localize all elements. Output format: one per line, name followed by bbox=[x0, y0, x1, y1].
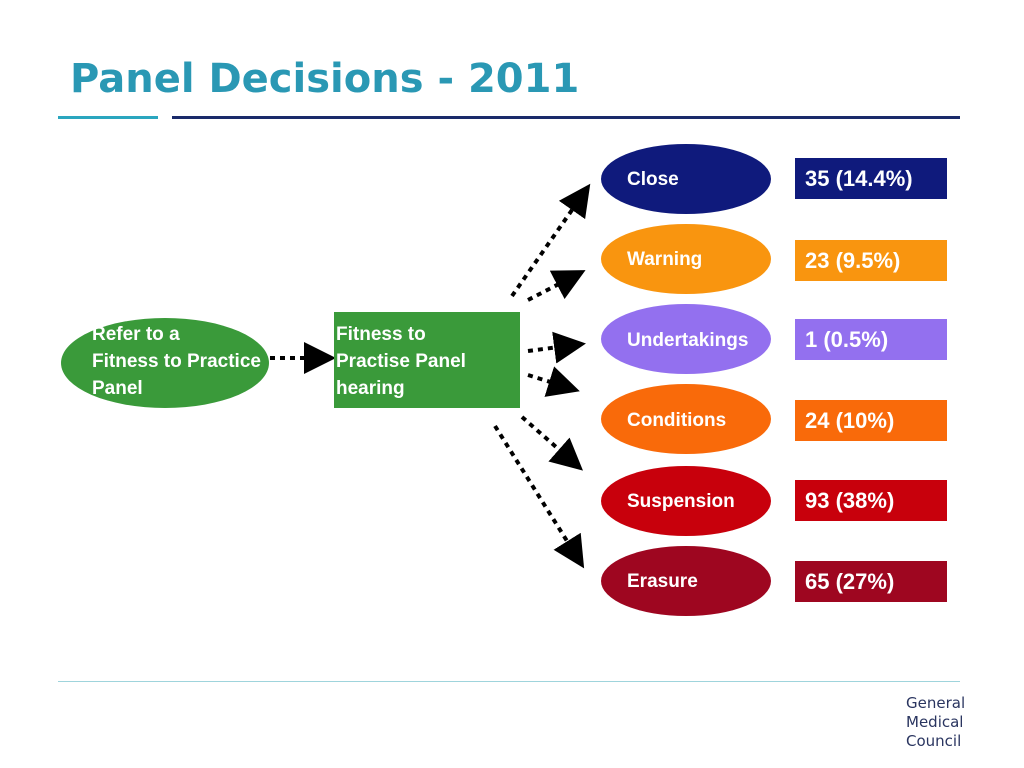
gmc-logo: General Medical Council bbox=[906, 694, 965, 751]
footer-rule bbox=[58, 681, 960, 682]
outcome-count-undertakings: 1 (0.5%) bbox=[795, 319, 947, 360]
outcome-label-conditions: Conditions bbox=[627, 410, 727, 431]
outcome-count-warning: 23 (9.5%) bbox=[795, 240, 947, 281]
referral-label-line-2: Fitness to Practice bbox=[92, 351, 261, 372]
referral-label: Refer to a Fitness to Practice Panel bbox=[92, 321, 292, 402]
referral-oval bbox=[61, 318, 269, 408]
arrow-to-erasure bbox=[493, 424, 585, 569]
outcome-label-suspension: Suspension bbox=[627, 491, 735, 512]
outcome-oval-close bbox=[601, 144, 771, 214]
hearing-box: Fitness to Practise Panel hearing bbox=[334, 312, 520, 408]
logo-line-1: General bbox=[906, 694, 966, 712]
hearing-label-line-3: hearing bbox=[336, 378, 405, 399]
outcome-label-close: Close bbox=[627, 169, 679, 190]
arrow-to-close bbox=[510, 183, 591, 298]
outcome-count-conditions: 24 (10%) bbox=[795, 400, 947, 441]
outcome-oval-undertakings bbox=[601, 304, 771, 374]
arrow-to-conditions bbox=[527, 366, 580, 397]
outcome-label-undertakings: Undertakings bbox=[627, 330, 749, 351]
outcome-oval-suspension bbox=[601, 466, 771, 536]
title-rule bbox=[172, 116, 960, 119]
logo-line-2: Medical bbox=[906, 713, 964, 731]
logo-line-3: Council bbox=[906, 732, 962, 750]
outcome-count-close: 35 (14.4%) bbox=[795, 158, 947, 199]
outcome-count-suspension: 93 (38%) bbox=[795, 480, 947, 521]
outcome-oval-warning bbox=[601, 224, 771, 294]
outcome-label-erasure: Erasure bbox=[627, 571, 698, 592]
hearing-label-line-1: Fitness to bbox=[336, 324, 426, 345]
page-title: Panel Decisions - 2011 bbox=[70, 56, 580, 102]
arrow-to-warning bbox=[527, 270, 586, 302]
arrow-to-undertakings bbox=[527, 331, 586, 364]
title-rule-accent bbox=[58, 116, 158, 119]
outcome-oval-conditions bbox=[601, 384, 771, 454]
outcome-oval-erasure bbox=[601, 546, 771, 616]
referral-label-line-3: Panel bbox=[92, 378, 143, 399]
referral-label-line-1: Refer to a bbox=[92, 324, 180, 345]
outcome-label-warning: Warning bbox=[627, 249, 703, 270]
outcome-count-erasure: 65 (27%) bbox=[795, 561, 947, 602]
arrow-to-suspension bbox=[520, 415, 584, 471]
hearing-label-line-2: Practise Panel bbox=[336, 351, 466, 372]
